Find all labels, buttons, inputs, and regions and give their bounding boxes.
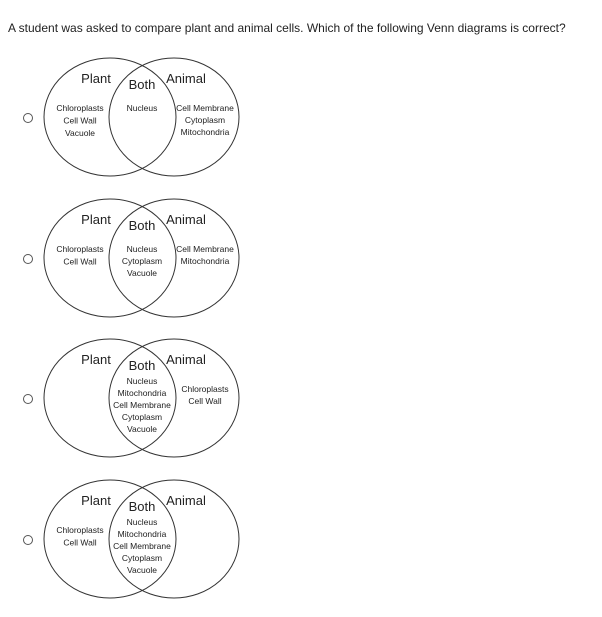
both-label: Both: [129, 218, 156, 233]
animal-item: Cell Membrane: [176, 244, 234, 254]
plant-label: Plant: [81, 212, 111, 227]
radio-button[interactable]: [23, 254, 33, 264]
animal-label: Animal: [166, 212, 206, 227]
both-item: Mitochondria: [118, 388, 167, 398]
both-label: Both: [129, 77, 156, 92]
animal-circle: [108, 198, 240, 318]
both-item: Nucleus: [127, 517, 158, 527]
animal-label: Animal: [166, 493, 206, 508]
animal-item: Cell Membrane: [176, 103, 234, 113]
plant-item: Chloroplasts: [56, 525, 103, 535]
plant-circle: [43, 57, 177, 177]
plant-item: Cell Wall: [63, 257, 96, 267]
radio-button[interactable]: [23, 113, 33, 123]
both-label: Both: [129, 499, 156, 514]
both-item: Cytoplasm: [122, 553, 162, 563]
both-item: Nucleus: [127, 103, 158, 113]
question-text: A student was asked to compare plant and…: [8, 21, 566, 35]
both-item: Nucleus: [127, 376, 158, 386]
radio-button[interactable]: [23, 535, 33, 545]
animal-item: Mitochondria: [181, 256, 230, 266]
both-item: Cytoplasm: [122, 412, 162, 422]
animal-label: Animal: [166, 352, 206, 367]
animal-item: Cytoplasm: [185, 115, 225, 125]
plant-item: Chloroplasts: [56, 103, 103, 113]
both-item: Nucleus: [127, 244, 158, 254]
plant-label: Plant: [81, 352, 111, 367]
plant-circle: [43, 338, 177, 458]
both-item: Mitochondria: [118, 529, 167, 539]
both-label: Both: [129, 358, 156, 373]
animal-label: Animal: [166, 71, 206, 86]
plant-circle: [43, 479, 177, 599]
both-item: Vacuole: [127, 424, 157, 434]
plant-item: Cell Wall: [63, 116, 96, 126]
plant-circle: [43, 198, 177, 318]
plant-label: Plant: [81, 493, 111, 508]
plant-item: Cell Wall: [63, 538, 96, 548]
both-item: Vacuole: [127, 565, 157, 575]
both-item: Cell Membrane: [113, 541, 171, 551]
both-item: Cell Membrane: [113, 400, 171, 410]
both-item: Cytoplasm: [122, 256, 162, 266]
animal-item: Chloroplasts: [181, 384, 228, 394]
animal-item: Cell Wall: [188, 396, 221, 406]
animal-circle: [108, 479, 240, 599]
animal-item: Mitochondria: [181, 127, 230, 137]
radio-button[interactable]: [23, 394, 33, 404]
plant-label: Plant: [81, 71, 111, 86]
both-item: Vacuole: [127, 268, 157, 278]
animal-circle: [108, 57, 240, 177]
animal-circle: [108, 338, 240, 458]
plant-item: Chloroplasts: [56, 244, 103, 254]
plant-item: Vacuole: [65, 128, 95, 138]
